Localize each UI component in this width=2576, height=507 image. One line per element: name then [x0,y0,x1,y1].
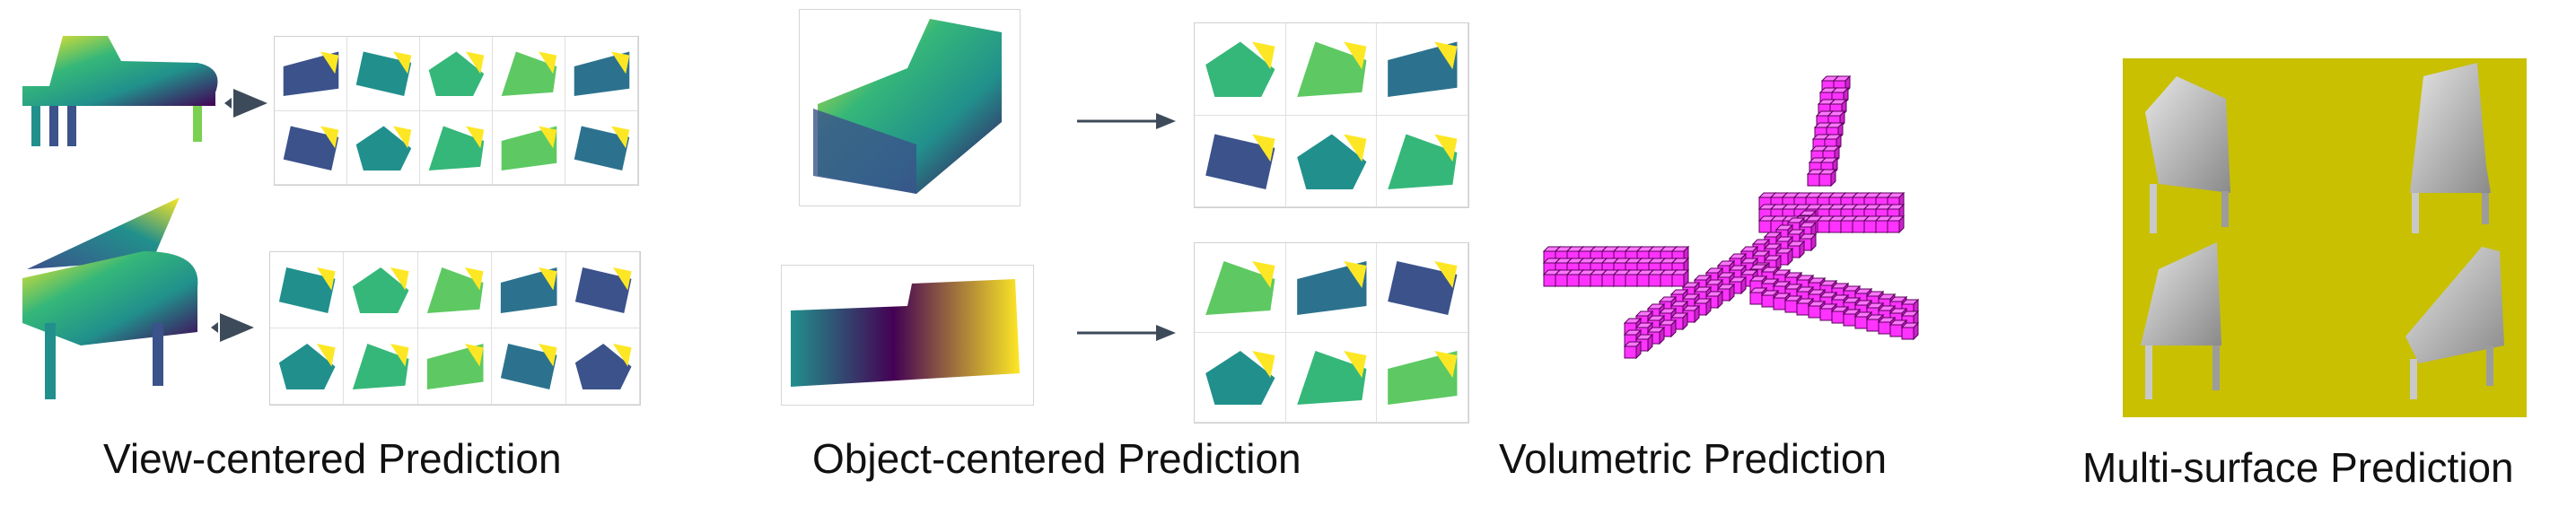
prediction-cell [493,110,565,185]
prediction-cell [565,252,640,328]
view-prediction-grid-top [274,36,639,186]
caption-object-centered: Object-centered Prediction [812,435,1301,482]
prediction-cell [1285,23,1378,116]
prediction-cell [270,328,345,405]
prediction-cell [275,110,347,185]
chair-view-3 [2141,242,2221,345]
volumetric-panel: Volumetric Prediction [1490,0,1966,507]
prediction-cell [565,328,640,405]
prediction-cell [347,37,420,111]
prediction-cell [1195,243,1286,333]
voxel [1634,333,1654,353]
caption-view-centered: View-centered Prediction [103,435,562,482]
prediction-cell [1195,115,1286,207]
prediction-cell [1377,333,1468,423]
prediction-cell [1195,333,1286,423]
prediction-cell [275,37,347,111]
prediction-cell [1377,243,1468,333]
prediction-cell [1377,23,1468,116]
prediction-cell [1195,23,1286,116]
multi-surface-image [2123,58,2527,417]
prediction-cell [270,252,345,328]
voxel [1900,321,1920,341]
arrow-icon [224,89,267,118]
multi-surface-panel: Multi-surface Prediction [2055,0,2576,507]
prediction-cell [492,328,566,405]
prediction-cell [347,110,420,185]
arrow-icon [1077,113,1176,129]
caption-volumetric: Volumetric Prediction [1499,435,1888,482]
caption-multi-surface: Multi-surface Prediction [2082,444,2514,491]
voxel [1623,340,1643,360]
voxel-airplane [1542,74,1920,360]
object-prediction-grid-bottom [1194,242,1469,424]
chair-view-1 [2145,76,2230,193]
prediction-cell [344,328,418,405]
sofa-depth-image-bottom [791,279,1020,387]
sofa-depth-image-top [813,19,1002,194]
piano-depth-image-top [22,36,218,146]
prediction-cell [420,110,493,185]
chair-view-2 [2410,63,2491,193]
sofa-input-frame-bottom [781,265,1034,406]
voxel [1670,268,1690,288]
voxel [1798,232,1818,252]
prediction-cell [417,252,493,328]
view-prediction-grid-bottom [269,251,641,406]
prediction-cell [417,328,493,405]
object-prediction-grid-top [1194,22,1469,208]
prediction-cell [344,252,418,328]
prediction-cell [420,37,493,111]
prediction-cell [492,252,566,328]
prediction-cell [1285,243,1378,333]
prediction-cell [1285,333,1378,423]
prediction-cell [1377,115,1468,207]
object-centered-panel: Object-centered Prediction [772,0,1490,507]
prediction-cell [565,110,638,185]
prediction-cell [493,37,565,111]
prediction-cell [565,37,638,111]
arrow-icon [211,313,254,342]
prediction-cell [1285,115,1378,207]
arrow-icon [1077,325,1176,341]
view-centered-panel: View-centered Prediction [0,0,646,507]
voxel [1886,214,1906,234]
chair-view-4 [2405,247,2504,363]
voxel [1818,168,1837,188]
sofa-input-frame-top [799,9,1021,206]
piano-depth-image-bottom [22,197,198,399]
